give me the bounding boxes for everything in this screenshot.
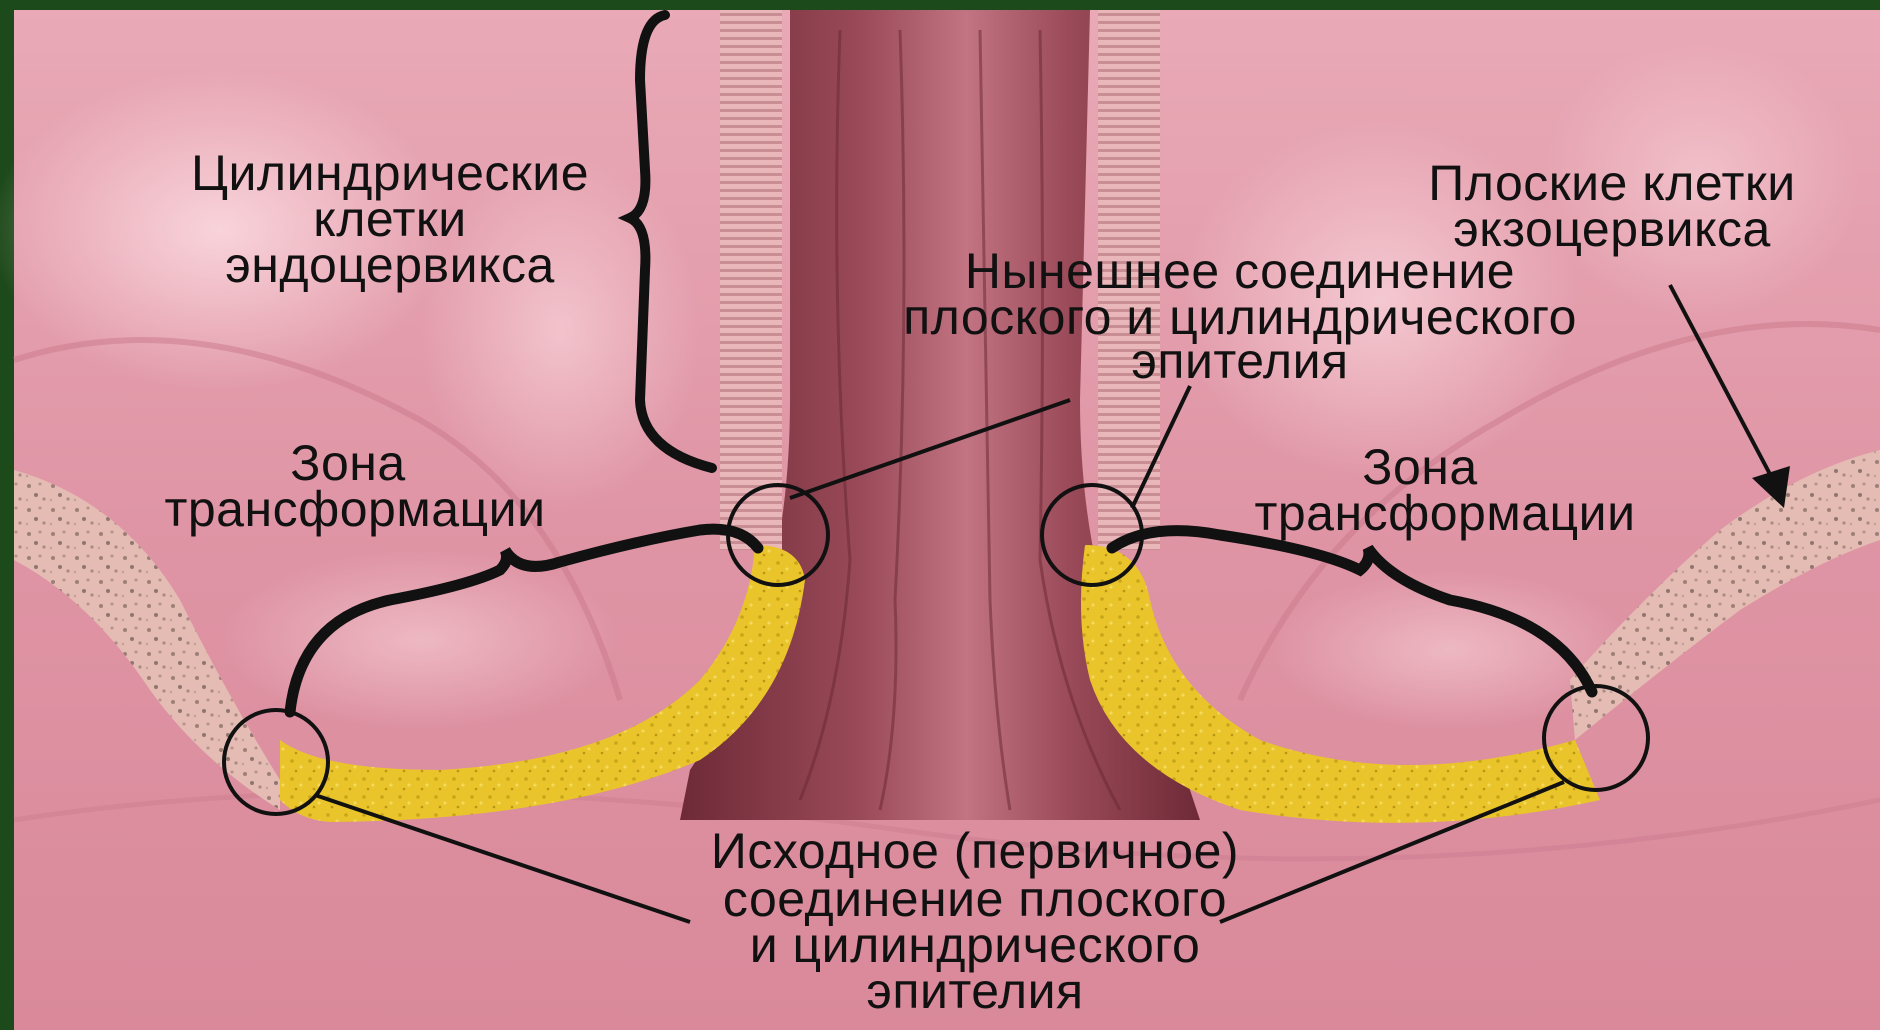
label-line: эпителия — [1131, 333, 1348, 389]
label-line: трансформации — [164, 481, 545, 537]
label-line: трансформации — [1254, 485, 1635, 541]
fold-highlight — [220, 550, 620, 730]
label-ectocervix-squamous: Плоские клетки экзоцервикса — [1428, 155, 1795, 257]
columnar-epithelium-left — [720, 10, 782, 550]
label-line: эпителия — [866, 963, 1083, 1019]
label-line: эндоцервикса — [225, 237, 555, 293]
